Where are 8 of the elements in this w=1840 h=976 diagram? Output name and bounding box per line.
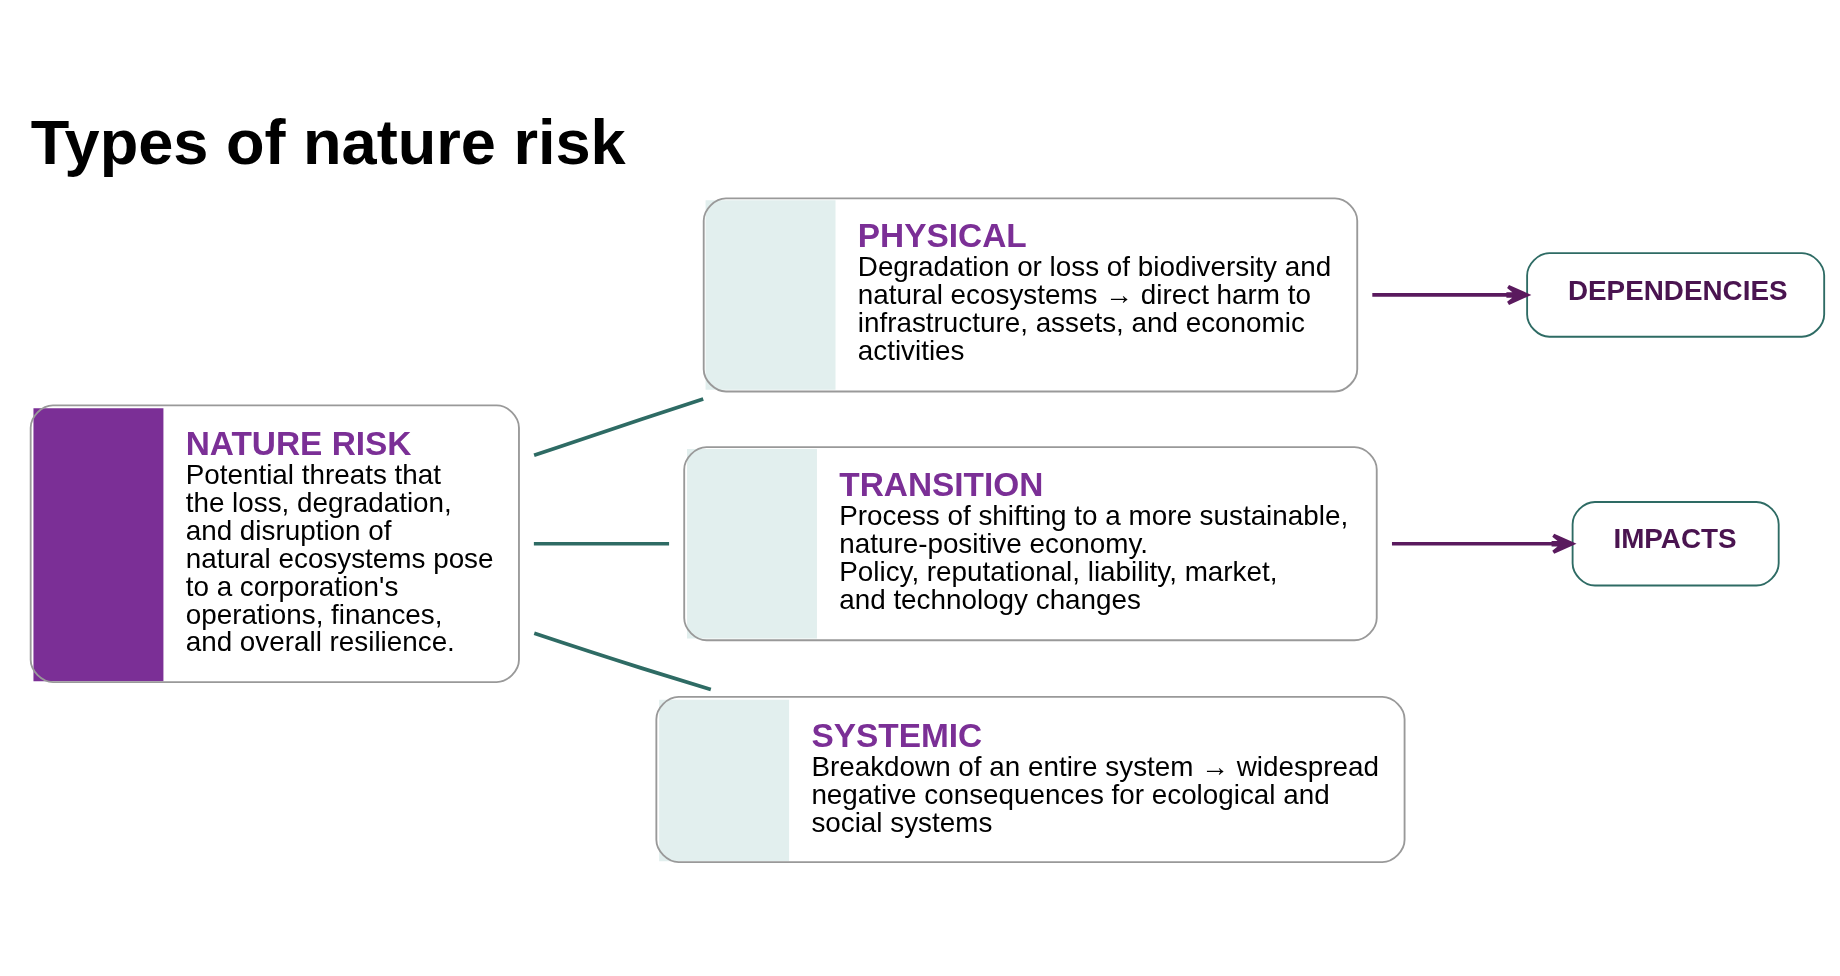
connector [533,541,670,546]
arrow [1391,533,1574,554]
node-box: IMPACTS [1571,500,1780,586]
arrow [1372,284,1529,305]
diagram-title: Types of nature risk [30,106,626,176]
connector [533,396,704,457]
node-box: DEPENDENCIES [1526,251,1826,338]
connector [533,631,712,691]
